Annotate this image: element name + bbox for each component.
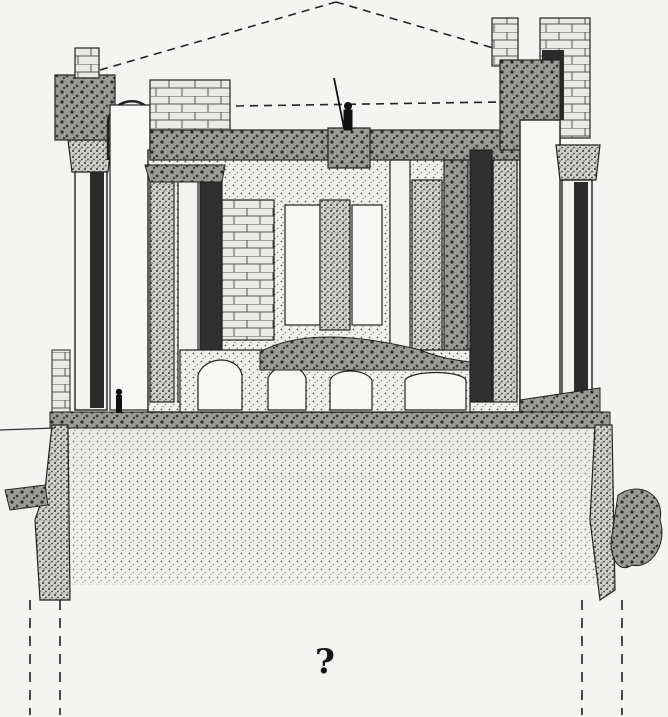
human-figure — [115, 388, 123, 413]
left-podium-edge — [0, 424, 71, 601]
right-columns — [519, 119, 601, 413]
podium-cornice — [49, 411, 611, 429]
left-arch — [106, 79, 231, 411]
question-mark-annotation: ? — [315, 642, 335, 682]
podium-fill — [60, 425, 610, 585]
left-column — [54, 47, 116, 411]
foundation-lines — [29, 600, 623, 715]
statue-figure — [333, 77, 353, 131]
left-block — [51, 349, 71, 413]
pediment-outline — [99, 1, 501, 107]
right-podium-edge — [589, 424, 663, 602]
rubble-heap — [259, 336, 471, 371]
